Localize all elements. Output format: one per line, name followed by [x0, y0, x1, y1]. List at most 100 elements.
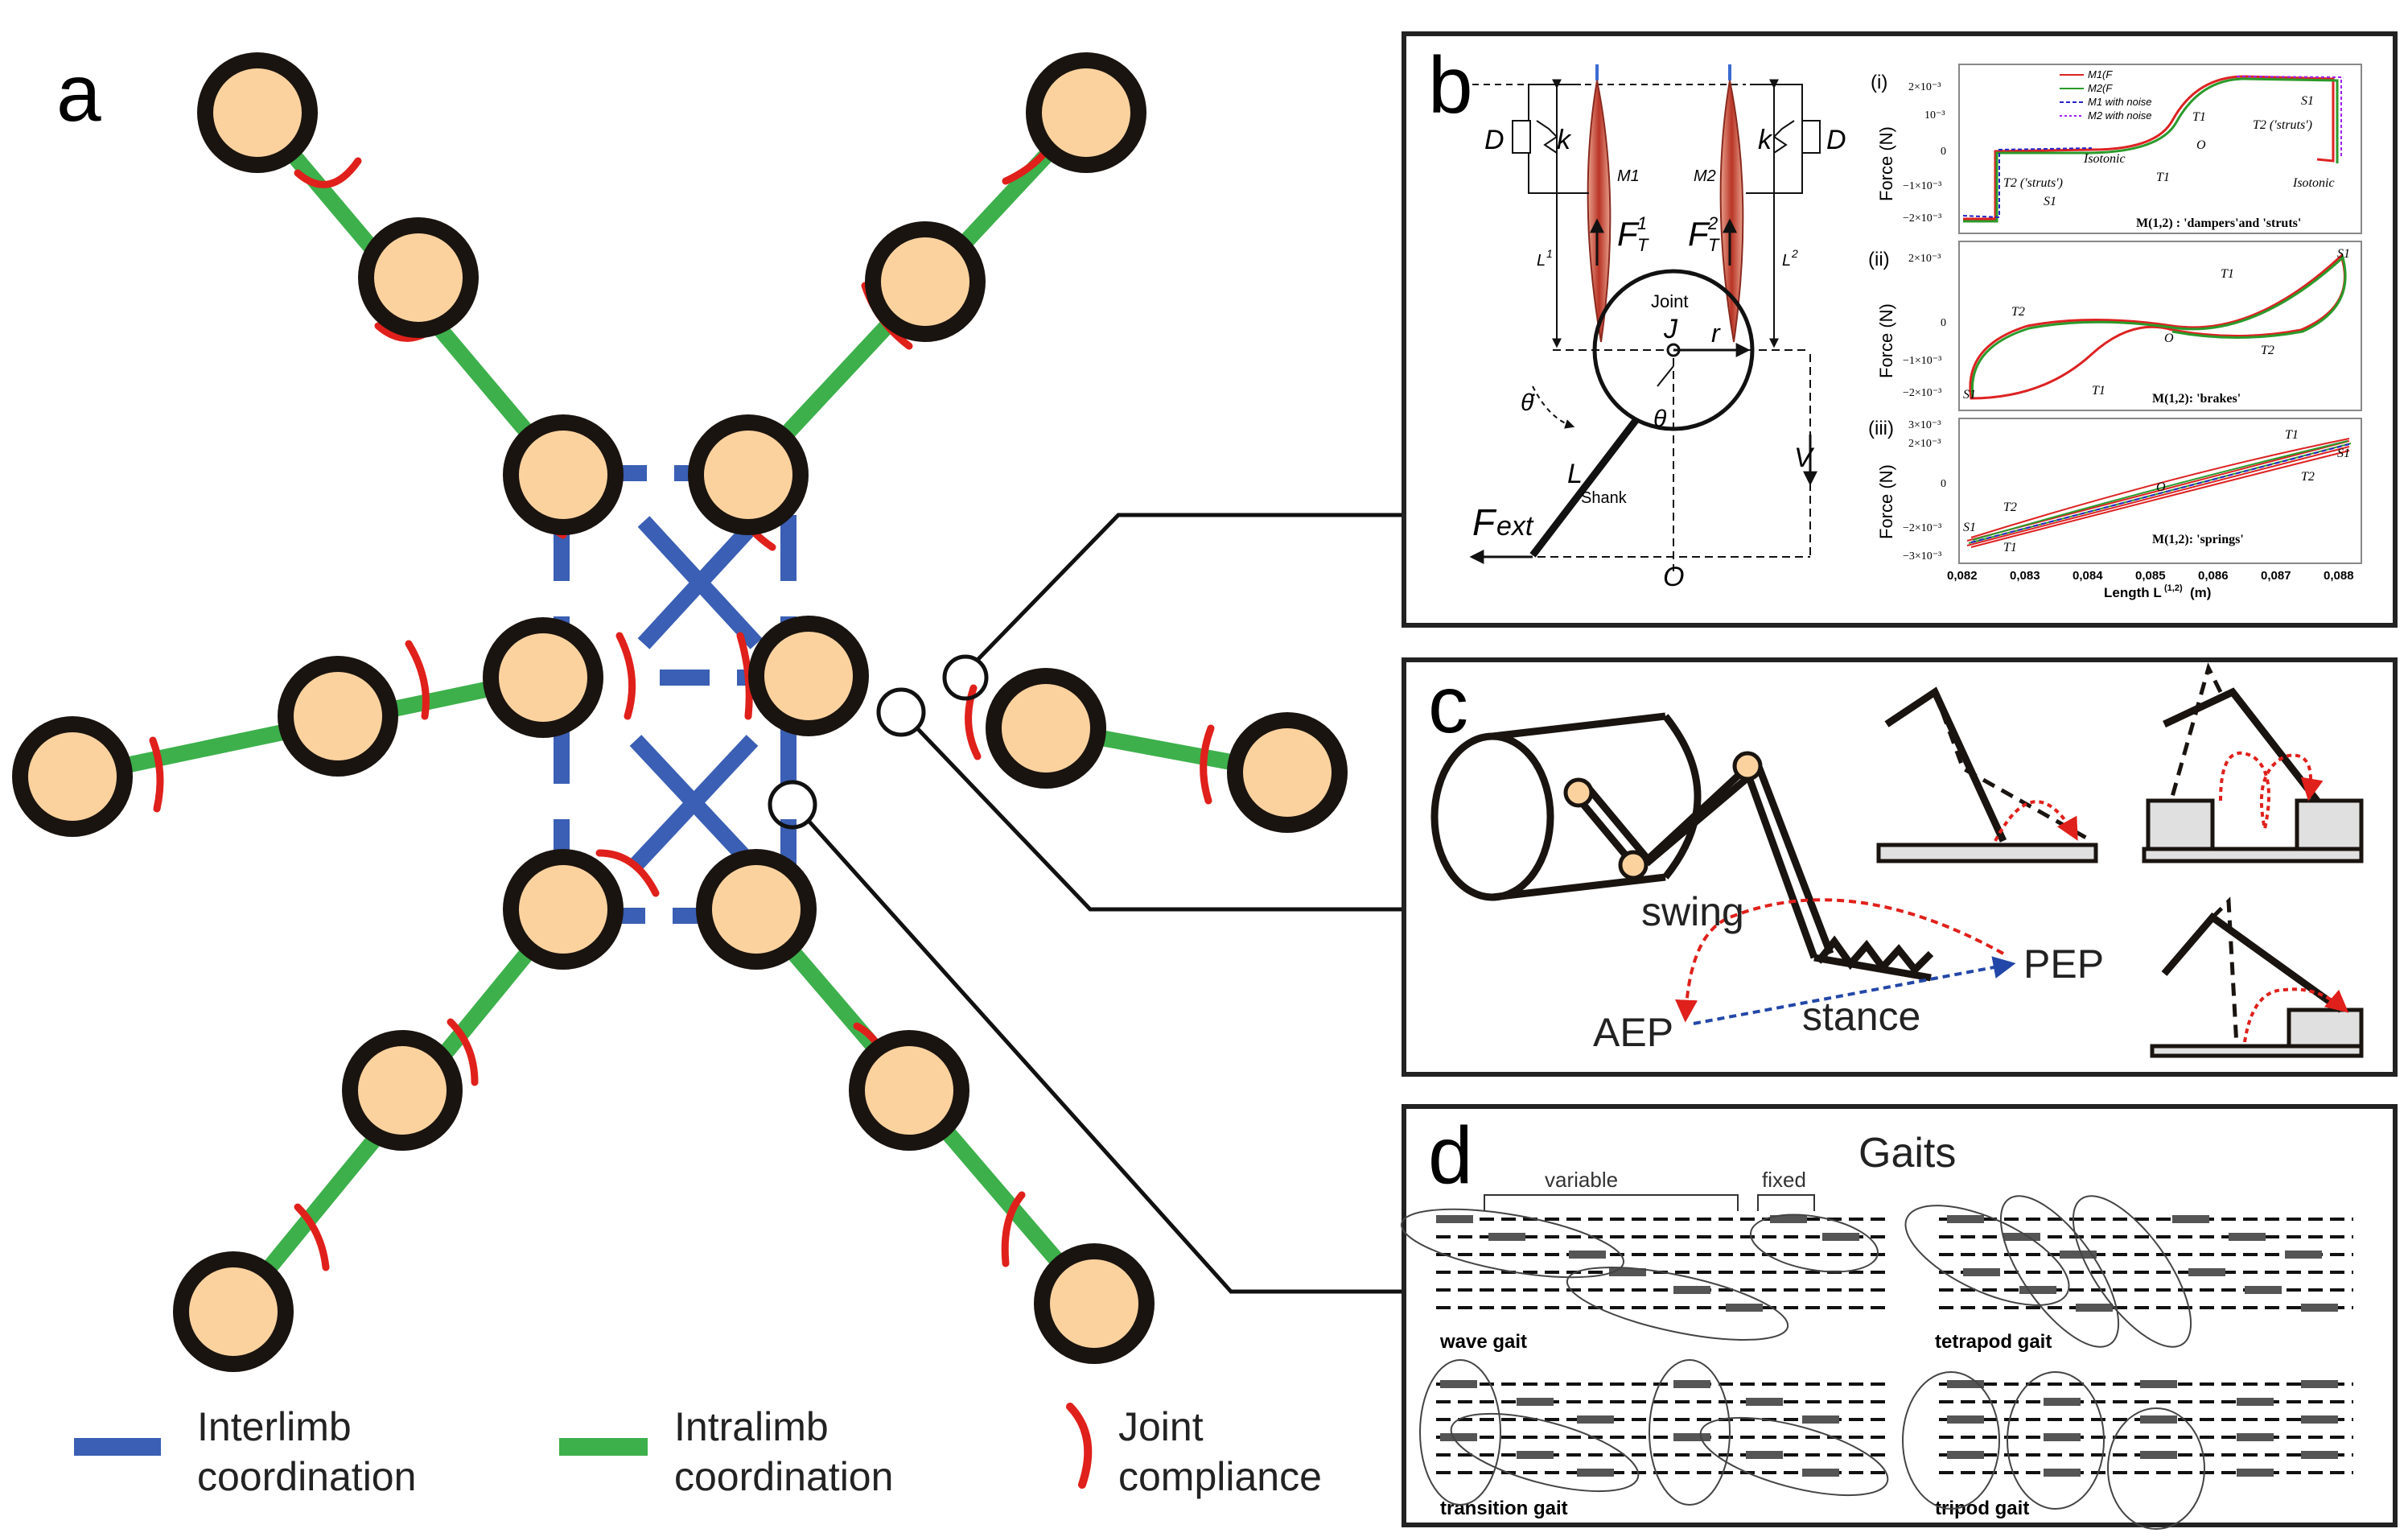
joint-node: [503, 414, 624, 535]
gait-stance-bar: [2301, 1380, 2338, 1388]
gait-stance-bar: [1440, 1433, 1477, 1441]
graph-ii-annot: O: [2164, 332, 2174, 345]
muscle-m2: [1719, 80, 1744, 343]
graph-ii-ytick: 0: [1941, 317, 1946, 329]
damper-label-right: D: [1826, 125, 1846, 155]
graph-iii-ylabel: Force (N): [1876, 464, 1896, 539]
graph-ii-annot: T1: [2221, 267, 2234, 281]
graph-i-annot: T2 ('struts'): [2253, 118, 2312, 132]
x-tick: 0,085: [2135, 569, 2166, 583]
variable-label: variable: [1545, 1168, 1618, 1192]
leg-schematic: [1430, 712, 1934, 982]
joint-node: [342, 1030, 463, 1151]
legend: Interlimb coordination Intralimb coordin…: [74, 1403, 1322, 1499]
spring-label-left: k: [1557, 125, 1572, 155]
x-axis-label: Length L: [2104, 585, 2162, 600]
x-tick: 0,083: [2010, 569, 2040, 583]
joint-node: [688, 414, 809, 535]
force-label-f1-sup: 1: [1637, 213, 1647, 233]
graph-i-annot: Isotonic: [2292, 176, 2335, 190]
shank-length-label: L: [1567, 459, 1583, 489]
stance-trajectory: [1693, 956, 2016, 1025]
graph-iii-title: M(1,2): 'springs': [2152, 533, 2244, 546]
graph-iii-ytick: 3×10⁻³: [1908, 419, 1941, 431]
panel-c: c swing stance AEP PEP: [1402, 657, 2398, 1077]
gait-stance-bar: [1517, 1398, 1554, 1406]
gait-stance-bar: [2044, 1398, 2081, 1406]
force-length-graphs: (i) Force (N) 2×10⁻³ 10⁻³ 0 −1×10⁻³ −2×1…: [1868, 64, 2362, 600]
muscle-label-m1: M1: [1617, 167, 1640, 185]
legend-entry: M1 with noise: [2088, 96, 2151, 108]
graph-i: (i) Force (N) 2×10⁻³ 10⁻³ 0 −1×10⁻³ −2×1…: [1871, 64, 2362, 234]
gait-stance-bar: [1822, 1233, 1859, 1241]
graph-ii-annot: T1: [2092, 384, 2105, 398]
gait-stance-bar: [2076, 1304, 2113, 1312]
gait-stance-bar: [1947, 1451, 1984, 1459]
joint-node: [1034, 1243, 1155, 1364]
gait-stance-bar: [1770, 1215, 1807, 1223]
angle-label: θ: [1653, 406, 1667, 432]
graph-ii-ytick: 2×10⁻³: [1908, 253, 1941, 265]
joint-node: [503, 849, 624, 970]
graph-ii: (ii) Force (N) 2×10⁻³ 0 −1×10⁻³ −2×10⁻³ …: [1868, 241, 2362, 411]
graph-iii-ytick: 2×10⁻³: [1908, 438, 1941, 450]
graph-i-annot: S1: [2301, 94, 2314, 108]
x-tick: 0,088: [2324, 569, 2354, 583]
length-label-l1: L: [1537, 252, 1546, 270]
angular-velocity-label: θ̇: [1521, 389, 1535, 416]
muscle-label-m2: M2: [1694, 167, 1716, 185]
stance-label: stance: [1802, 994, 1920, 1039]
graph-i-ytick: −2×10⁻³: [1903, 212, 1941, 225]
gait-stance-bar: [2140, 1380, 2177, 1388]
length-label-l1-sup: 1: [1546, 247, 1553, 260]
terrain-flat: [1876, 686, 2098, 863]
graph-ii-ytick: −1×10⁻³: [1903, 355, 1941, 367]
graph-iii-annot: O: [2156, 480, 2166, 494]
gait-stance-bar: [1577, 1415, 1614, 1424]
graph-ii-annot: S1: [2337, 247, 2350, 261]
gait-stance-bar: [2140, 1415, 2177, 1424]
graph-i-annot: S1: [2044, 195, 2056, 208]
joint-node: [986, 668, 1106, 789]
gaits-title: Gaits: [1858, 1130, 1956, 1176]
gait-stance-bar: [1673, 1286, 1710, 1294]
joint-node: [1227, 712, 1348, 833]
gait-stance-bar: [2003, 1233, 2040, 1241]
x-tick: 0,084: [2073, 569, 2103, 583]
legend-intralimb-1: Intralimb: [674, 1404, 829, 1449]
origin-label: O: [1663, 562, 1684, 592]
legend-entry: M2 with noise: [2088, 109, 2151, 122]
swing-label: swing: [1641, 889, 1744, 934]
gait-stance-bar: [2140, 1451, 2177, 1459]
gait-groupings: [1400, 1195, 2205, 1530]
graph-ii-ytick: −2×10⁻³: [1903, 387, 1941, 399]
spring-label-right: k: [1758, 125, 1773, 155]
gait-stance-bar: [2060, 1251, 2097, 1259]
shank: [1529, 416, 1640, 558]
graph-i-annot: T2 ('struts'): [2003, 176, 2063, 190]
intralimb-lines: [70, 107, 1289, 1317]
graph-i-ytick: 0: [1941, 146, 1946, 158]
joint-node: [278, 656, 398, 777]
gait-stance-bar: [2301, 1451, 2338, 1459]
graph-i-id: (i): [1871, 72, 1887, 93]
damper-label-left: D: [1484, 125, 1504, 155]
graph-i-annot: O: [2196, 138, 2206, 152]
gait-stance-bar: [1488, 1233, 1525, 1241]
gait-stance-bar: [2019, 1286, 2056, 1294]
gait-stance-bar: [2245, 1286, 2282, 1294]
shank-label: Shank: [1581, 489, 1628, 507]
external-force-sub: ext: [1496, 511, 1534, 542]
fixed-label: fixed: [1762, 1168, 1806, 1192]
joint-node: [197, 52, 318, 173]
legend-interlimb-2: coordination: [197, 1454, 416, 1499]
graph-ii-title: M(1,2): 'brakes': [2152, 392, 2241, 406]
gait-stance-bar: [2188, 1268, 2225, 1276]
gait-stance-bar: [2301, 1304, 2338, 1312]
joint-node: [849, 1030, 969, 1151]
gait-stance-bar: [1673, 1380, 1710, 1388]
graph-i-annot: Isotonic: [2083, 152, 2126, 166]
length-label-l2: L: [1782, 252, 1791, 270]
graph-iii-ytick: −2×10⁻³: [1903, 522, 1941, 534]
